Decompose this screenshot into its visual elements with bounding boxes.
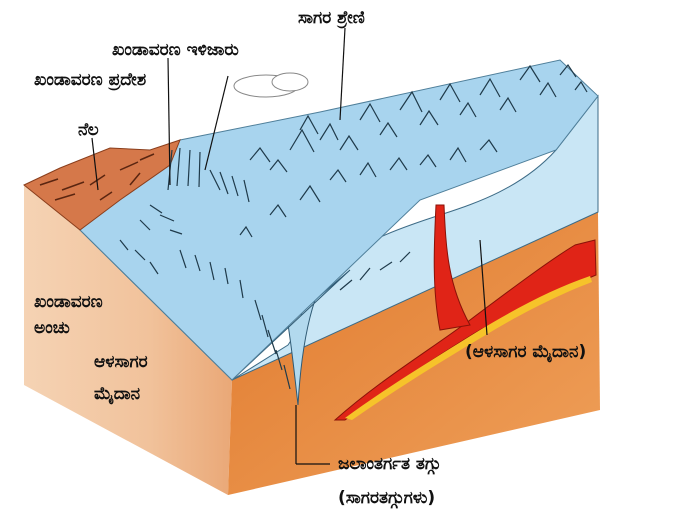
label-continental-shelf: ಖಂಡಾವರಣ ಪ್ರದೇಶ [34, 70, 146, 90]
label-continental-edge-1: ಖಂಡಾವರಣ [34, 292, 103, 312]
label-land: ನೆಲ [78, 120, 99, 140]
label-continental-edge-2: ಅಂಚು [34, 318, 70, 338]
label-trench-1: ಜಲಾಂತರ್ಗತ ತಗ್ಗು [338, 454, 441, 474]
label-continental-slope: ಖಂಡಾವರಣ ಇಳಿಜಾರು [112, 40, 239, 60]
label-abyssal-plain-left-1: ಆಳಸಾಗರ [94, 352, 148, 372]
label-trench-2: (ಸಾಗರತಗ್ಗುಗಳು) [338, 488, 435, 508]
cloud-feature-2 [272, 73, 308, 91]
label-abyssal-plain-right: (ಆಳಸಾಗರ ಮೈದಾನ) [465, 342, 586, 362]
label-ocean-ridge: ಸಾಗರ ಶ್ರೇಣಿ [298, 8, 365, 28]
label-abyssal-plain-left-2: ಮೈದಾನ [94, 384, 140, 404]
